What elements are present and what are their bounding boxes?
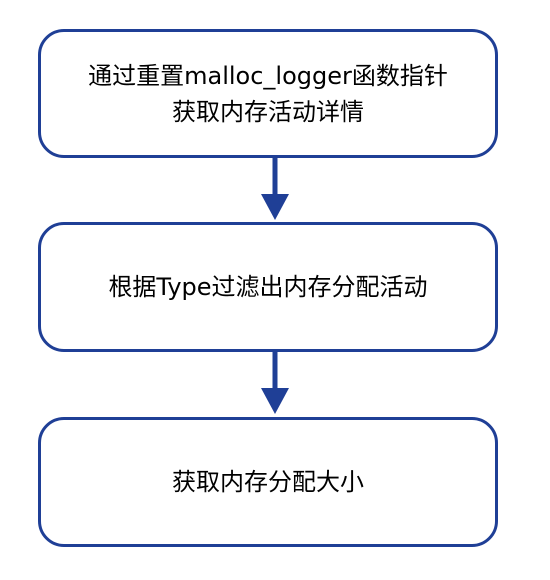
arrow-step-2-to-3: [261, 352, 289, 414]
step-3-text: 获取内存分配大小: [172, 468, 364, 496]
step-1-text-line-2: 获取内存活动详情: [172, 97, 364, 126]
step-1-text-line-1: 通过重置malloc_logger函数指针: [88, 61, 448, 90]
step-1-box: 通过重置malloc_logger函数指针 获取内存活动详情: [38, 29, 498, 158]
step-2-box: 根据Type过滤出内存分配活动: [38, 222, 498, 352]
step-3-box: 获取内存分配大小: [38, 417, 498, 547]
step-2-text: 根据Type过滤出内存分配活动: [108, 273, 428, 301]
arrow-step-1-to-2: [261, 158, 289, 220]
